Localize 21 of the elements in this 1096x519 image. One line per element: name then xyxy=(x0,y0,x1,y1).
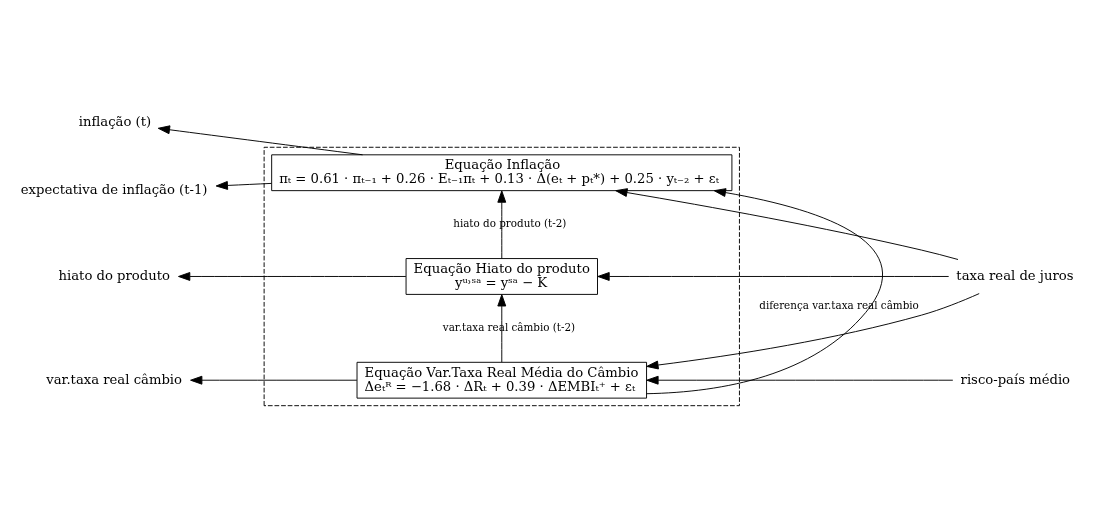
arrow xyxy=(597,272,950,281)
node-text: risco-país médio xyxy=(960,371,1071,387)
arrow xyxy=(178,272,407,281)
arrow xyxy=(190,375,358,385)
node-text: inflação (t) xyxy=(78,114,152,130)
node-text: hiato do produto xyxy=(58,267,170,283)
arrow xyxy=(646,375,954,385)
arrow xyxy=(646,293,980,370)
node-text: expectativa de inflação (t-1) xyxy=(20,182,208,198)
arrow xyxy=(615,188,959,260)
node-box: Equação Var.Taxa Real Média do Câmbio Δeₜᴿ = −1.68 · ΔRₜ + 0.39 · ΔEMBIₜ⁺ + εₜ xyxy=(356,361,648,399)
node-text: var.taxa real câmbio xyxy=(46,371,183,387)
node-box: Equação Hiato do produto yᵘ˒ˢᵃ = yˢᵃ − K xyxy=(405,258,598,295)
cluster xyxy=(263,146,740,407)
arrow xyxy=(215,181,272,190)
node-box: Equação Inflação πₜ = 0.61 · πₜ₋₁ + 0.26 · Eₜ₋₁πₜ + 0.13 · Δ(eₜ + pₜ*) + 0.25 · yₜ₋₂ + εₜ xyxy=(271,154,733,192)
node-text: taxa real de juros xyxy=(956,267,1074,283)
arrow xyxy=(157,125,364,156)
edge-label: diferença var.taxa real câmbio xyxy=(759,299,919,312)
arrow xyxy=(497,190,507,259)
arrow xyxy=(646,188,883,395)
